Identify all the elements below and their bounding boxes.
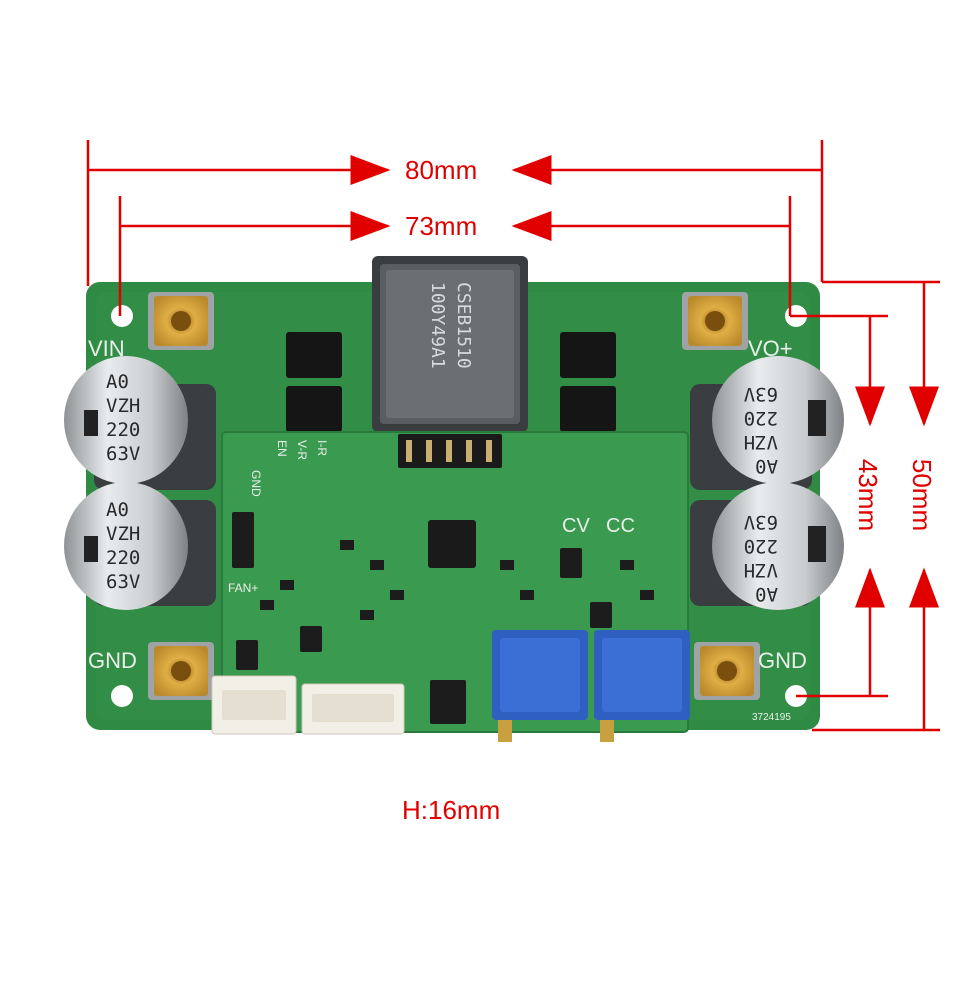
terminal-tr xyxy=(682,292,748,350)
header-labels: GND EN V-R I-R xyxy=(249,440,329,497)
jst-connector-2 xyxy=(301,683,405,735)
dim-label-73mm: 73mm xyxy=(405,211,478,241)
pin-header xyxy=(398,434,502,468)
dimension-lines xyxy=(86,140,940,732)
header-label-ir: I-R xyxy=(315,440,329,456)
cap-br-line3: 220 xyxy=(744,535,778,557)
cap-tl-line2: VZH xyxy=(106,395,140,417)
cap-print-bl: A0 VZH 220 63V xyxy=(106,499,140,593)
cap-bl-line2: VZH xyxy=(106,523,140,545)
controller-ic xyxy=(428,520,476,568)
label-serial: 3724195 xyxy=(752,712,791,723)
cap-print-tl: A0 VZH 220 63V xyxy=(106,371,140,465)
cap-tr-line1: A0 xyxy=(755,455,778,477)
cap-print-tr: A0 VZH 220 63V xyxy=(744,383,778,477)
capacitor-br xyxy=(690,482,844,610)
cap-tl-line3: 220 xyxy=(106,419,140,441)
cap-tr-line3: 220 xyxy=(744,407,778,429)
cap-tr-line4: 63V xyxy=(744,383,778,405)
capacitor-tl xyxy=(64,356,216,490)
cap-br-line4: 63V xyxy=(744,511,778,533)
cap-br-line2: VZH xyxy=(744,559,778,581)
potentiometer-cc xyxy=(594,630,690,742)
inductor-text-1: CSEB1510 xyxy=(453,282,474,369)
inductor xyxy=(372,256,528,432)
capacitor-mark-tl xyxy=(84,410,98,436)
header-label-gnd: GND xyxy=(249,470,263,497)
mount-hole-bl xyxy=(111,685,133,707)
label-gnd-left: GND xyxy=(88,648,137,673)
header-label-en: EN xyxy=(275,440,289,457)
terminal-tl xyxy=(148,292,214,350)
header-label-vr: V-R xyxy=(295,440,309,460)
dim-label-80mm: 80mm xyxy=(405,155,478,185)
dim-label-43mm: 43mm xyxy=(853,458,884,532)
capacitor-tr xyxy=(690,356,844,490)
jst-connector-1 xyxy=(211,675,297,735)
board-height-label: H:16mm xyxy=(402,795,501,825)
cap-tr-line2: VZH xyxy=(744,431,778,453)
label-vo-plus: VO+ xyxy=(748,336,793,361)
label-gnd-right: GND xyxy=(758,648,807,673)
dim-label-50mm: 50mm xyxy=(907,458,938,532)
label-fan: FAN+ xyxy=(228,581,258,595)
mosfet-1 xyxy=(286,332,342,378)
cap-bl-line3: 220 xyxy=(106,547,140,569)
terminal-br xyxy=(694,642,760,700)
label-cv: CV xyxy=(562,515,590,537)
mount-hole-tl xyxy=(111,305,133,327)
capacitor-mark-bl xyxy=(84,536,98,562)
cap-tl-line1: A0 xyxy=(106,371,129,393)
smd-components xyxy=(232,512,654,724)
cap-bl-line1: A0 xyxy=(106,499,129,521)
cap-bl-line4: 63V xyxy=(106,571,140,593)
potentiometer-cv xyxy=(492,630,588,742)
cap-br-line1: A0 xyxy=(755,583,778,605)
mosfet-3 xyxy=(560,332,616,378)
inductor-text-2: 100Y49A1 xyxy=(427,282,448,369)
label-vin: VIN xyxy=(88,336,125,361)
cap-print-br: A0 VZH 220 63V xyxy=(744,511,778,605)
mosfet-2 xyxy=(286,386,342,432)
cap-tl-line4: 63V xyxy=(106,443,140,465)
terminal-bl xyxy=(148,642,214,700)
label-cc: CC xyxy=(606,515,635,537)
mosfet-4 xyxy=(560,386,616,432)
capacitor-bl xyxy=(64,482,216,610)
